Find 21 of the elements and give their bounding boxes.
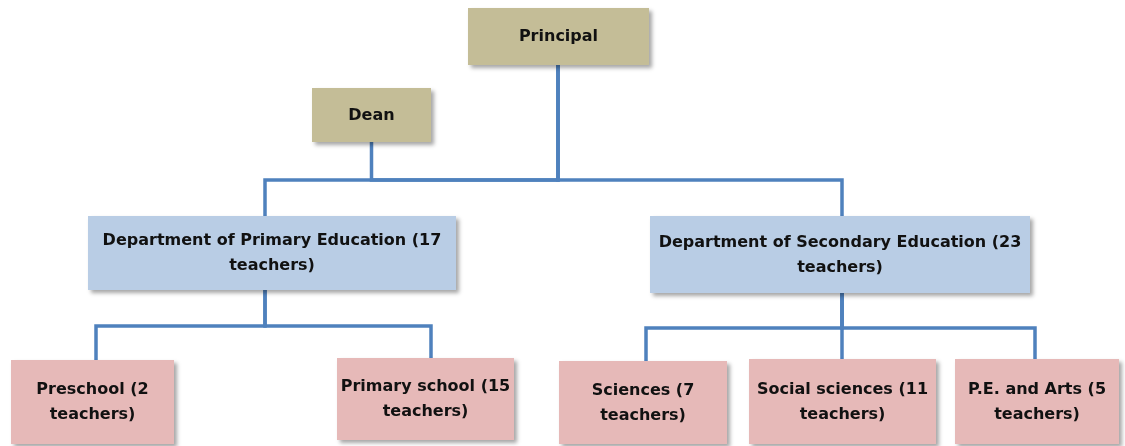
box-label: Department of Primary Education (17 teachers) — [101, 229, 443, 276]
connector-line — [263, 290, 433, 358]
unit-box — [749, 359, 936, 444]
box-label: Sciences (7 teachers) — [590, 378, 696, 426]
box-label: Preschool (2 teachers) — [35, 378, 150, 425]
box-label: P.E. and Arts (5 teachers) — [966, 377, 1108, 425]
box-label: Department of Secondary Education (23 teachers) — [657, 230, 1023, 278]
connector-line — [840, 293, 1037, 359]
department-box — [650, 216, 1030, 293]
title-box — [468, 8, 649, 65]
box-label: Social sciences (11 teachers) — [755, 377, 930, 425]
unit-box — [955, 359, 1119, 444]
box-label: Dean — [348, 103, 395, 126]
unit-box — [559, 361, 727, 444]
role-box — [312, 88, 431, 142]
box-label: Primary school (15 teachers) — [339, 375, 512, 422]
unit-box — [337, 358, 514, 440]
department-box — [88, 216, 456, 290]
connector-line — [556, 65, 844, 216]
unit-box — [11, 360, 174, 444]
box-label: Principal — [518, 25, 599, 48]
